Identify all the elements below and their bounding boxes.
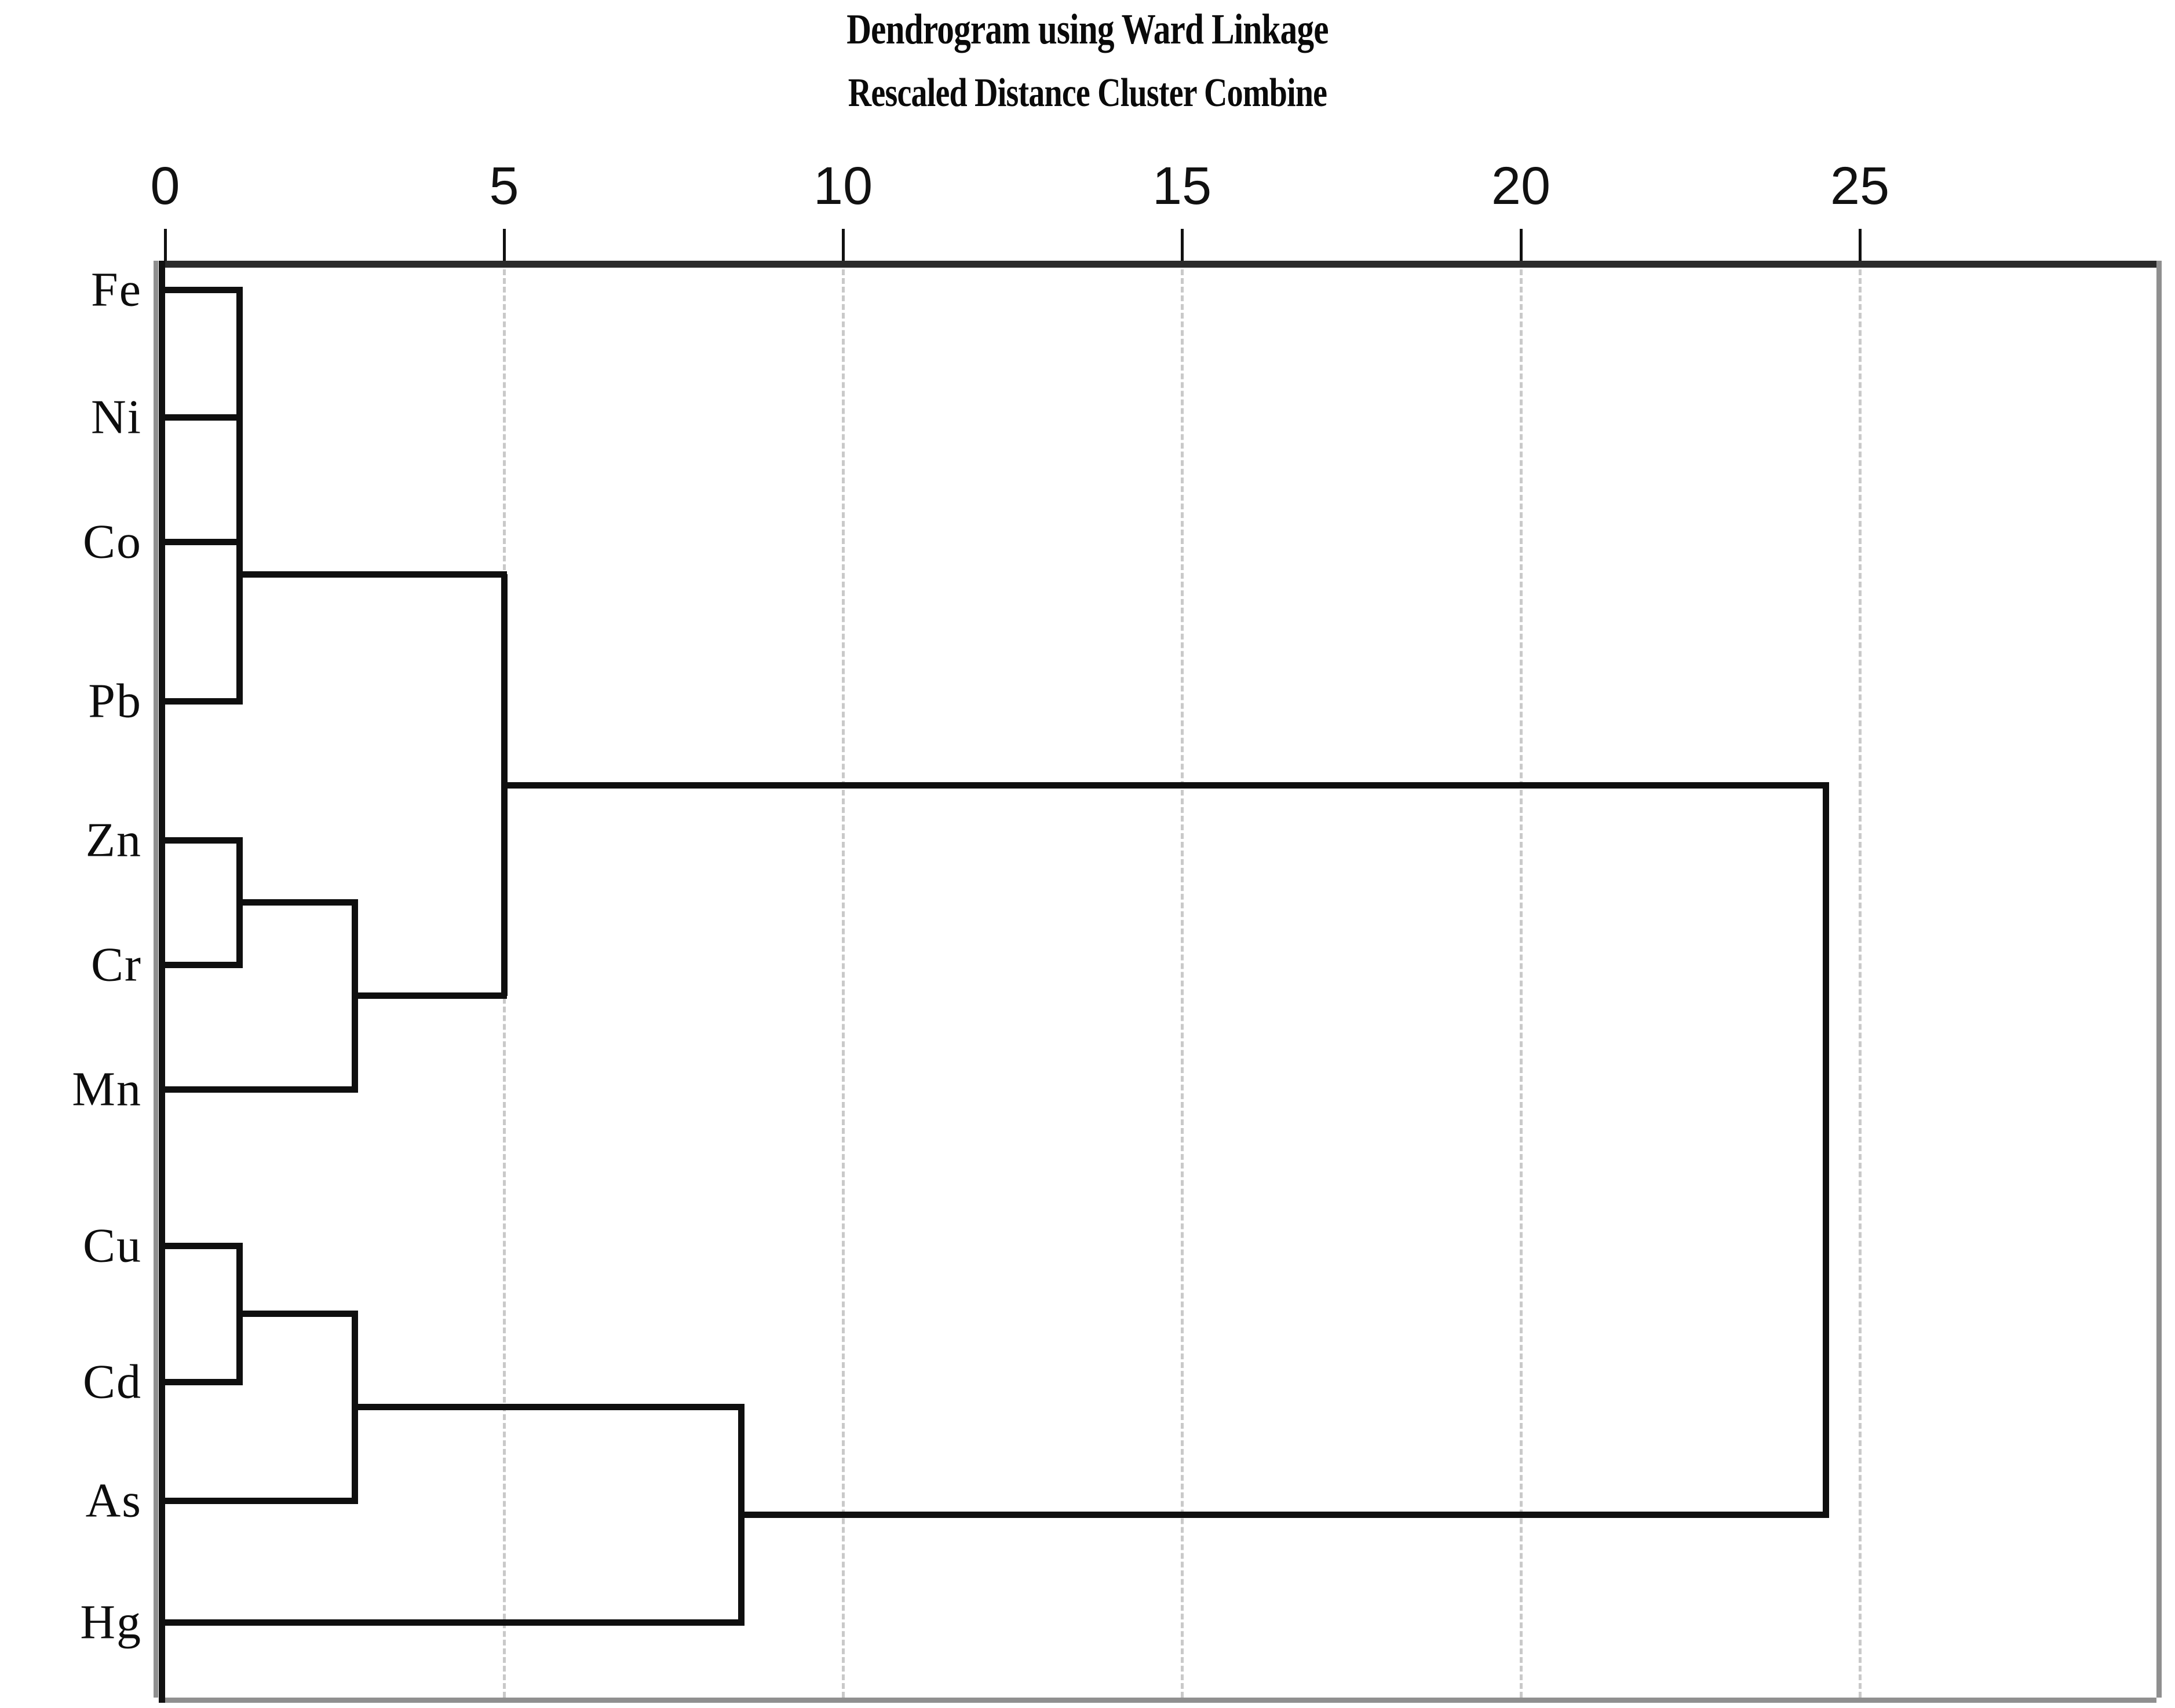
link-h-m6-0: [239, 571, 508, 578]
x-tick-mark-25: [1859, 229, 1862, 261]
leaf-label-fe: Fe: [91, 262, 142, 317]
x-tick-mark-5: [503, 229, 506, 261]
plot-frame-bottom: [165, 1698, 2156, 1703]
leaf-label-cr: Cr: [91, 937, 142, 992]
link-h-m8-0: [239, 1311, 359, 1317]
link-h-m5-1: [165, 1086, 359, 1093]
gridline-20: [1519, 261, 1523, 1698]
x-tick-mark-15: [1181, 229, 1184, 261]
link-h-m10-0: [504, 782, 1829, 789]
leaf-label-pb: Pb: [88, 674, 142, 728]
leaf-label-as: As: [85, 1473, 142, 1528]
x-tick-mark-20: [1520, 229, 1523, 261]
chart-title-block: Dendrogram using Ward Linkage Rescaled D…: [0, 8, 2175, 114]
leaf-label-hg: Hg: [80, 1595, 142, 1649]
link-h-m2-1: [165, 538, 243, 545]
leaf-label-mn: Mn: [72, 1062, 142, 1116]
x-tick-mark-0: [164, 229, 167, 261]
x-tick-label-25: 25: [1830, 156, 1890, 216]
page-title: Dendrogram using Ward Linkage: [846, 6, 1329, 53]
plot-frame-right: [2156, 261, 2162, 1698]
link-h-m9-1: [165, 1619, 745, 1626]
link-h-m9-0: [355, 1404, 745, 1411]
x-tick-label-0: 0: [150, 156, 180, 216]
link-h-m7-1: [165, 1378, 243, 1385]
plot-frame-top: [165, 261, 2156, 268]
leaf-label-co: Co: [82, 514, 142, 569]
link-h-m4-1: [165, 961, 243, 968]
plot-frame-left-shadow: [154, 261, 158, 1698]
leaf-label-ni: Ni: [91, 390, 142, 444]
link-h-m6-1: [355, 992, 508, 999]
chart-subtitle: Rescaled Distance Cluster Combine: [848, 71, 1327, 115]
link-v-m10: [1823, 785, 1829, 1515]
x-tick-label-10: 10: [813, 156, 873, 216]
link-h-m1-0: [165, 286, 243, 293]
leaf-label-zn: Zn: [85, 813, 142, 867]
gridline-25: [1858, 261, 1862, 1698]
x-tick-label-15: 15: [1152, 156, 1212, 216]
link-h-m10-1: [741, 1511, 1829, 1518]
x-tick-label-20: 20: [1491, 156, 1551, 216]
x-tick-mark-10: [842, 229, 845, 261]
link-h-m7-0: [165, 1242, 243, 1249]
link-h-m3-1: [165, 698, 243, 705]
leaf-label-cd: Cd: [82, 1355, 142, 1409]
gridline-10: [841, 261, 845, 1698]
link-h-m4-0: [165, 837, 243, 844]
leaf-label-cu: Cu: [82, 1218, 142, 1273]
gridline-15: [1180, 261, 1184, 1698]
link-h-m1-1: [165, 414, 243, 421]
link-h-m8-1: [165, 1497, 359, 1504]
x-tick-label-5: 5: [489, 156, 519, 216]
link-h-m5-0: [239, 899, 359, 906]
y-axis-spine: [159, 261, 165, 1703]
